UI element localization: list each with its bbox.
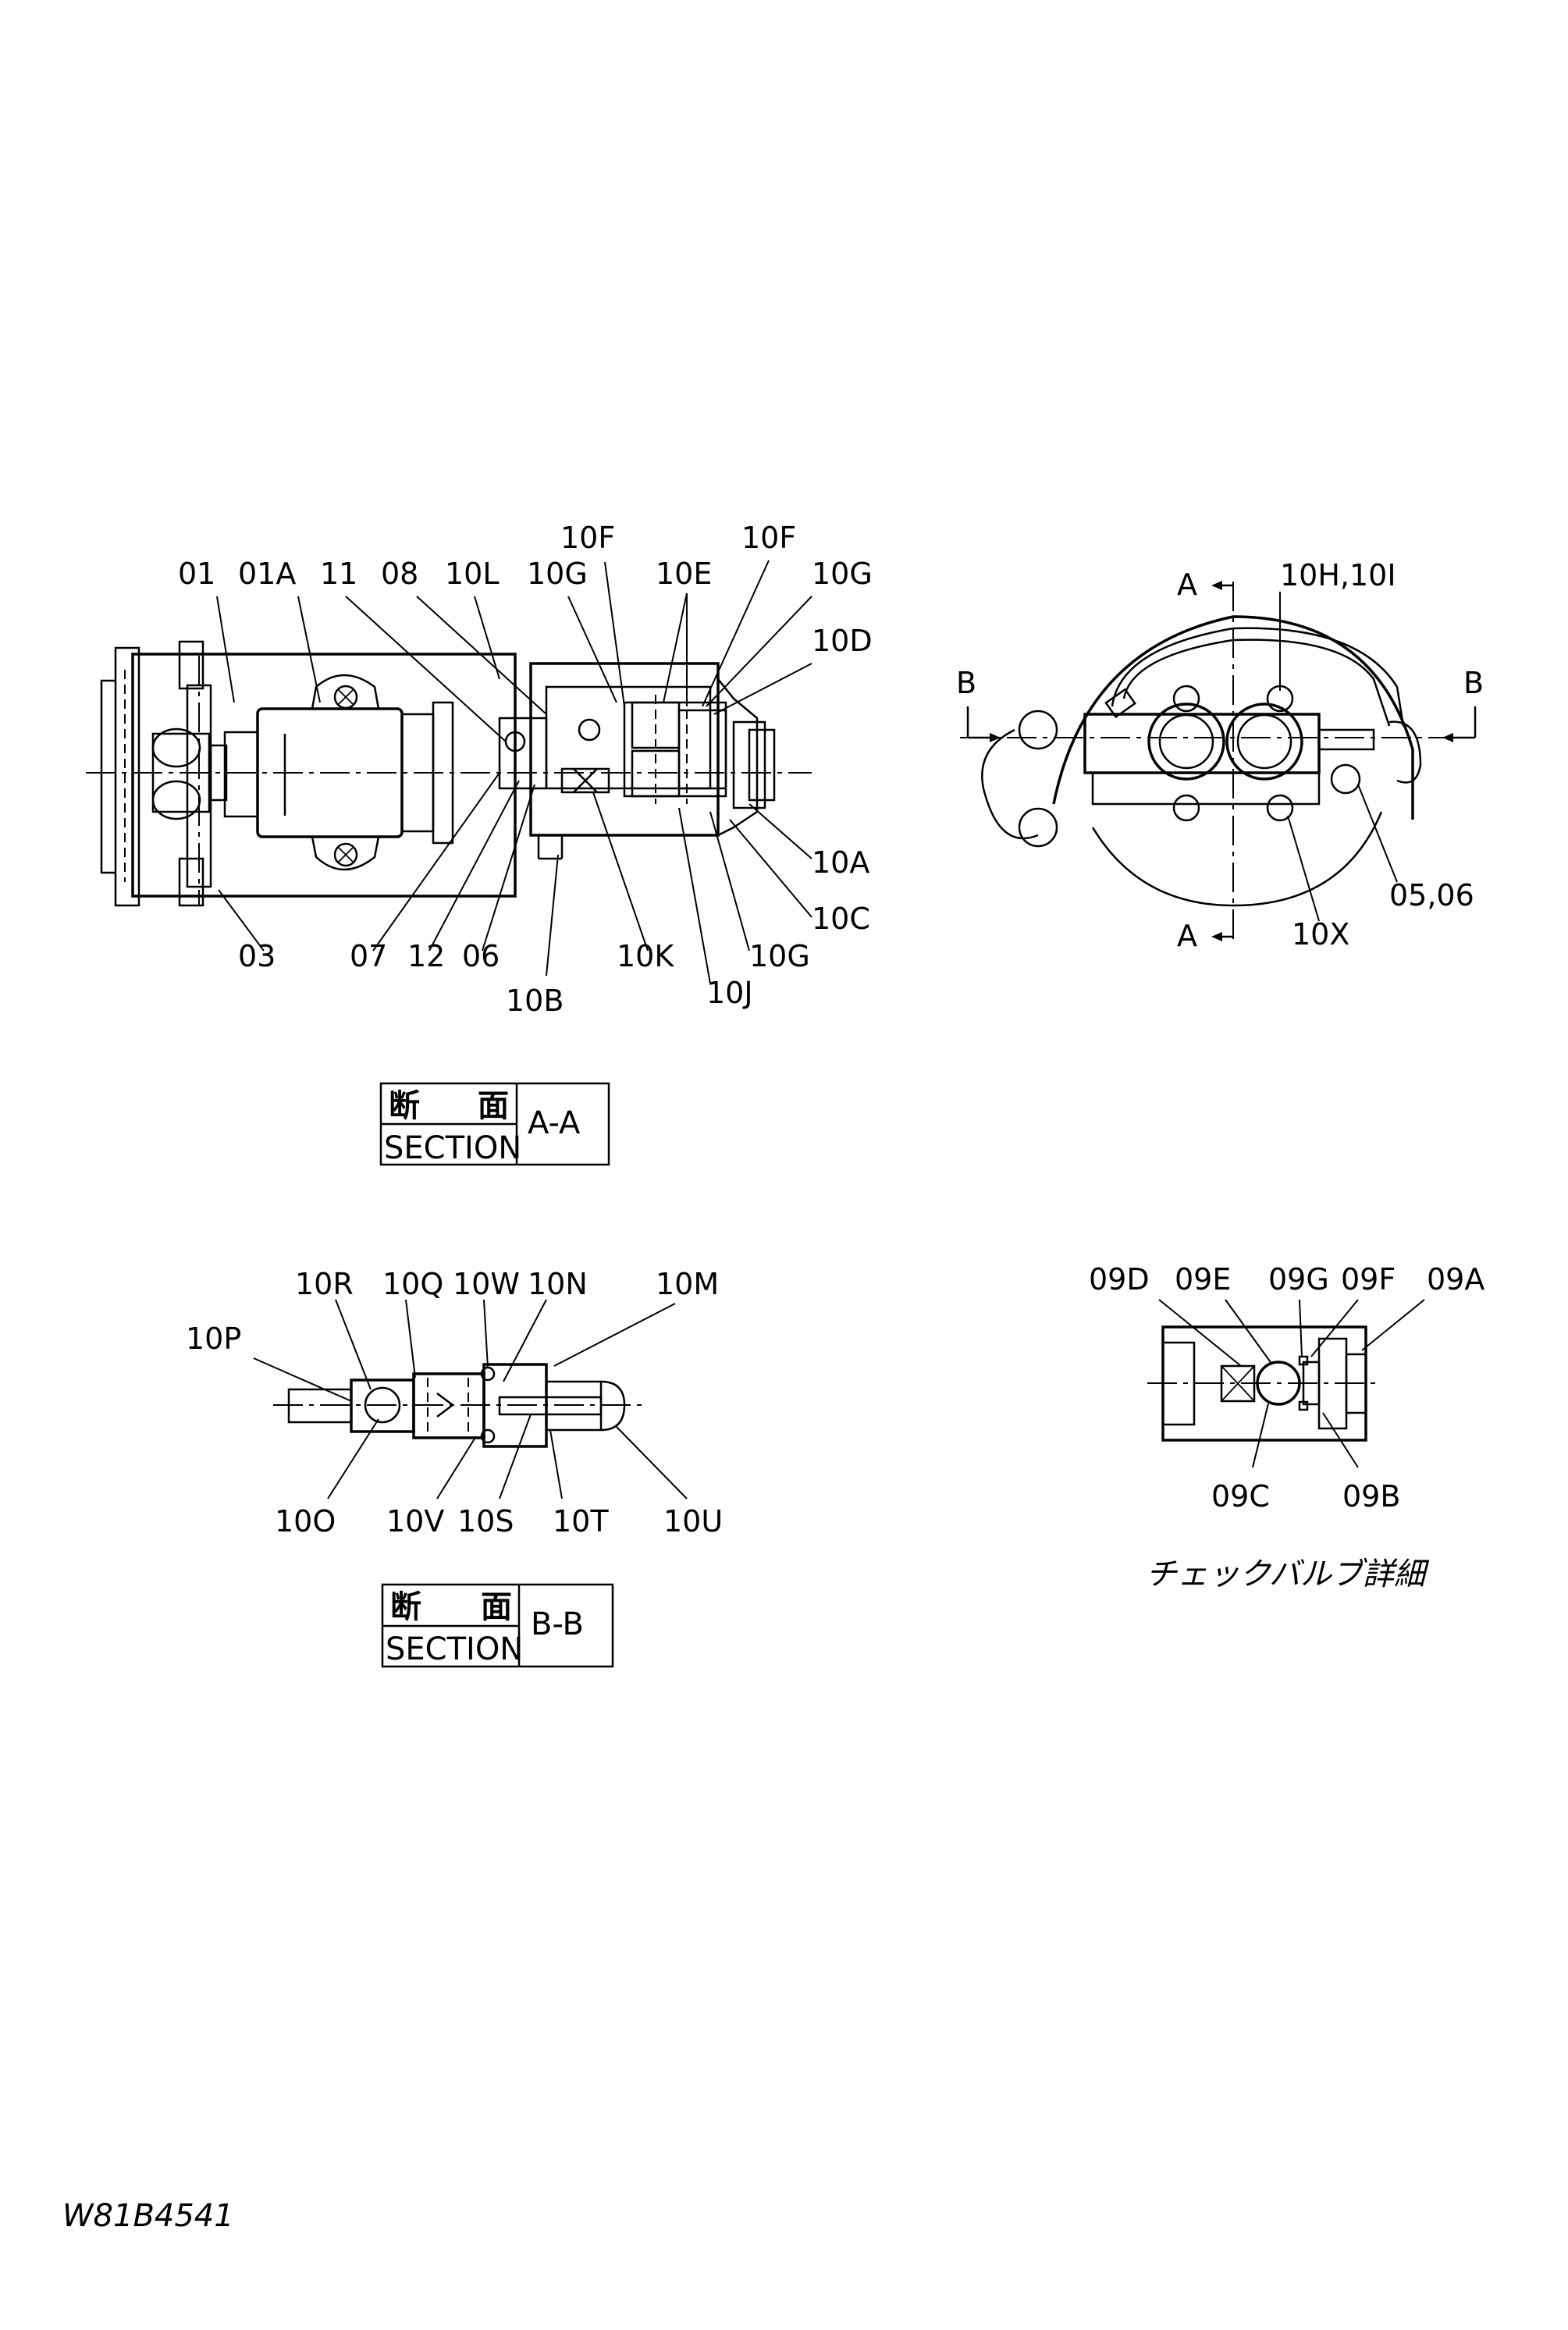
part-label-10u: 10U bbox=[663, 1504, 723, 1539]
section-bb-en: SECTION bbox=[386, 1631, 523, 1667]
part-label-10j: 10J bbox=[706, 976, 753, 1010]
cutting-plane-arrow-icon bbox=[966, 706, 1001, 742]
part-label-09f: 09F bbox=[1341, 1262, 1396, 1297]
part-label-05-06: 05,06 bbox=[1389, 878, 1474, 912]
part-label-10p: 10P bbox=[186, 1322, 241, 1356]
section-bb-id: B-B bbox=[531, 1606, 584, 1642]
part-label-10o: 10O bbox=[275, 1504, 336, 1539]
part-label-10g-right: 10G bbox=[812, 557, 873, 591]
part-label-10r: 10R bbox=[295, 1267, 354, 1301]
cutting-plane-arrow-icon bbox=[1442, 706, 1477, 742]
check-valve-detail-title: チェックバルブ詳細 bbox=[1146, 1556, 1430, 1592]
part-label-10d: 10D bbox=[812, 624, 873, 658]
part-label-10w: 10W bbox=[453, 1267, 520, 1301]
mounting-screw-icon bbox=[333, 842, 358, 867]
section-aa-title-box: 断 面 SECTION A-A bbox=[379, 1082, 610, 1166]
part-label-10a: 10A bbox=[812, 845, 869, 880]
section-mark-a-bottom: A bbox=[1177, 919, 1197, 953]
part-label-10b: 10B bbox=[506, 984, 564, 1018]
section-bb-jp-2: 面 bbox=[481, 1589, 512, 1625]
part-label-10c: 10C bbox=[812, 902, 870, 936]
part-label-10g-bottom: 10G bbox=[749, 939, 810, 973]
part-label-10g-top: 10G bbox=[527, 557, 588, 591]
section-mark-a-top: A bbox=[1177, 567, 1197, 602]
section-aa-id: A-A bbox=[528, 1105, 581, 1141]
part-label-10x: 10X bbox=[1292, 917, 1349, 952]
mounting-screw-icon bbox=[333, 685, 358, 710]
part-label-01a: 01A bbox=[238, 557, 296, 591]
part-label-09e: 09E bbox=[1175, 1262, 1231, 1297]
part-label-09d: 09D bbox=[1089, 1262, 1150, 1297]
section-bb-title-box: 断 面 SECTION B-B bbox=[381, 1583, 614, 1668]
section-aa-jp-1: 断 bbox=[389, 1088, 420, 1124]
drawing-code: W81B4541 bbox=[62, 2198, 234, 2234]
part-label-09a: 09A bbox=[1427, 1262, 1484, 1297]
check-valve-detail: 09D 09E 09G 09F 09A 09C 09B チェックバルブ詳細 bbox=[1089, 1262, 1484, 1592]
part-label-08: 08 bbox=[381, 557, 418, 591]
part-label-10v: 10V bbox=[386, 1504, 444, 1539]
part-label-10m: 10M bbox=[656, 1267, 719, 1301]
part-label-10s: 10S bbox=[457, 1504, 514, 1539]
part-label-01: 01 bbox=[178, 557, 215, 591]
cutting-plane-arrow-icon bbox=[1211, 581, 1233, 590]
section-bb-jp-1: 断 bbox=[390, 1589, 421, 1625]
part-label-10f-2: 10F bbox=[741, 521, 796, 555]
section-aa-jp-2: 面 bbox=[478, 1088, 509, 1124]
part-label-10n: 10N bbox=[528, 1267, 588, 1301]
part-label-11: 11 bbox=[320, 557, 357, 591]
section-mark-b-left: B bbox=[956, 666, 976, 700]
section-aa-view: 01 01A 11 08 10L 10G 10F 10E 10F 10G 10D… bbox=[86, 521, 873, 1018]
part-label-09b: 09B bbox=[1342, 1479, 1400, 1514]
part-label-10t: 10T bbox=[553, 1504, 609, 1539]
part-label-06: 06 bbox=[462, 939, 500, 973]
part-label-10f-1: 10F bbox=[560, 521, 615, 555]
section-aa-en: SECTION bbox=[384, 1130, 521, 1166]
part-label-09c: 09C bbox=[1211, 1479, 1270, 1514]
cutting-plane-arrow-icon bbox=[1211, 932, 1233, 941]
part-label-10l: 10L bbox=[445, 557, 500, 591]
part-label-03: 03 bbox=[238, 939, 276, 973]
part-label-10q: 10Q bbox=[382, 1267, 443, 1301]
part-label-09g: 09G bbox=[1268, 1262, 1329, 1297]
part-label-10e: 10E bbox=[656, 557, 712, 591]
section-bb-view: 10R 10Q 10W 10N 10M 10P 10O 10V 10S 10T … bbox=[186, 1267, 723, 1539]
side-view: A A B B 10H,10I 10X 05,06 bbox=[956, 558, 1484, 953]
part-label-07: 07 bbox=[350, 939, 387, 973]
part-label-10h-10i: 10H,10I bbox=[1280, 558, 1396, 592]
section-mark-b-right: B bbox=[1463, 666, 1484, 700]
part-label-10k: 10K bbox=[617, 939, 674, 973]
part-label-12: 12 bbox=[407, 939, 445, 973]
